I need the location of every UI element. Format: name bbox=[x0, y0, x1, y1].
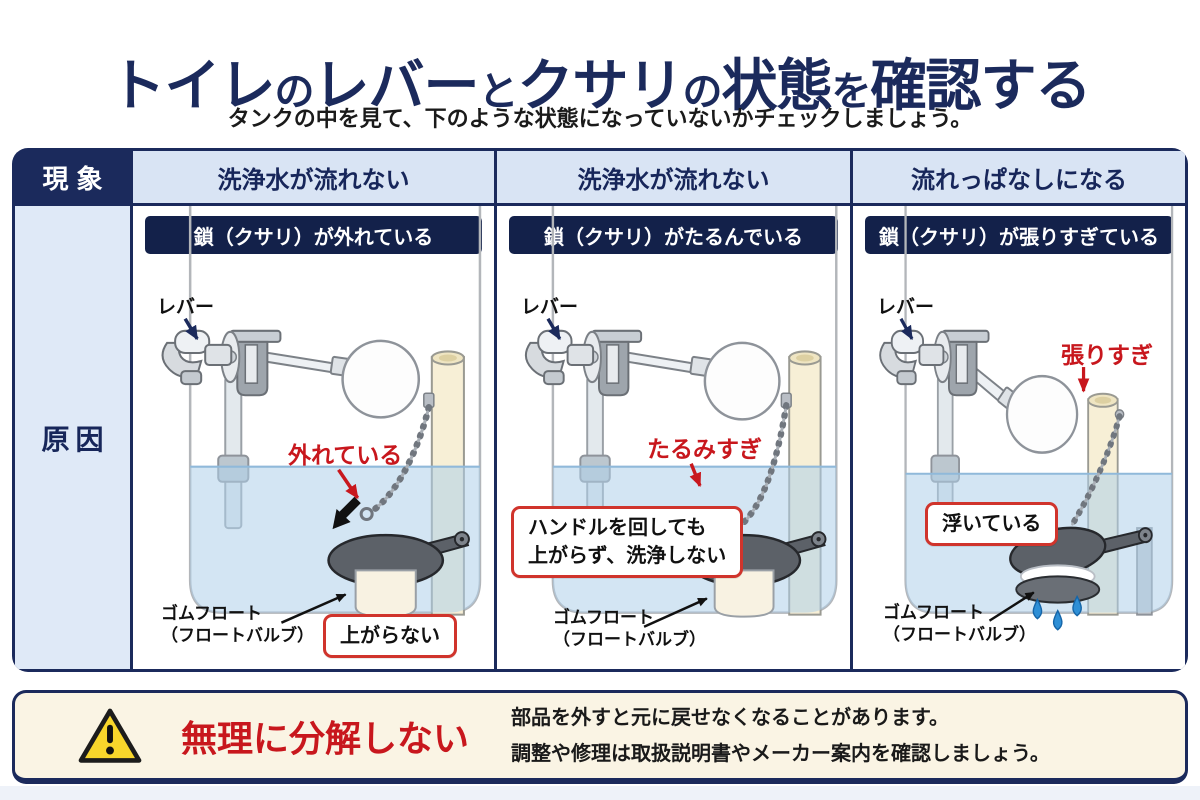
column-header-1: 洗浄水が流れない bbox=[133, 151, 494, 203]
warning-title: 無理に分解しない bbox=[181, 717, 470, 759]
warning-triangle-icon bbox=[78, 708, 142, 763]
rubber-float-label: ゴムフロート （フロートバルブ） bbox=[161, 604, 314, 646]
float-pointer-arrow bbox=[988, 591, 1035, 622]
ball-float bbox=[703, 341, 781, 421]
callout-box: 上がらない bbox=[323, 614, 457, 658]
page-title: トイレのレバーとクサリの状態を確認する bbox=[109, 53, 1092, 117]
lever-label: レバー bbox=[157, 297, 215, 318]
rubber-float-label: ゴムフロート （フロートバルブ） bbox=[883, 603, 1036, 645]
problem-arrow bbox=[337, 468, 360, 500]
problem-label: 外れている bbox=[288, 442, 403, 468]
water-drop-icon bbox=[1052, 609, 1063, 631]
cause-header-cell: 原因 bbox=[15, 206, 130, 669]
chain-end-link bbox=[359, 506, 374, 522]
valve-seat bbox=[713, 569, 775, 618]
column-header-2: 洗浄水が流れない bbox=[497, 151, 850, 203]
cause-banner: 鎖（クサリ）がたるんでいる bbox=[509, 216, 838, 254]
tank-diagram-chain-detached bbox=[161, 206, 482, 624]
panel-chain-detached: 鎖（クサリ）が外れている bbox=[133, 206, 494, 669]
fall-arrow bbox=[339, 496, 361, 519]
lever-arrow bbox=[899, 317, 914, 341]
water bbox=[190, 466, 480, 613]
callout-box: 浮いている bbox=[925, 502, 1059, 546]
cause-banner: 鎖（クサリ）が張りすぎている bbox=[865, 216, 1173, 254]
ball-float bbox=[1005, 374, 1079, 454]
valve-seat bbox=[354, 569, 417, 618]
callout-box: ハンドルを回しても 上がらず、洗浄しない bbox=[511, 506, 744, 578]
problem-label: 張りすぎ bbox=[1061, 342, 1153, 368]
page-subtitle: タンクの中を見て、下のような状態になっていないかチェックしましょう。 bbox=[227, 106, 973, 131]
panel-chain-tight: 鎖（クサリ）が張りすぎている bbox=[853, 206, 1185, 669]
rubber-float-label: ゴムフロート （フロートバルブ） bbox=[553, 608, 706, 650]
phenomenon-header-cell: 現象 bbox=[15, 151, 130, 203]
column-header-3: 流れっぱなしになる bbox=[853, 151, 1185, 203]
warning-description: 部品を外すと元に戻せなくなることがあります。 調整や修理は取扱説明書やメーカー案… bbox=[511, 706, 1050, 765]
chain bbox=[370, 404, 433, 514]
comparison-table: 現象 洗浄水が流れない 洗浄水が流れない 流れっぱなしになる 原因 鎖（クサリ）… bbox=[12, 148, 1188, 672]
ball-float bbox=[341, 339, 421, 419]
valve-seat bbox=[1015, 575, 1101, 604]
panel-chain-slack: 鎖（クサリ）がたるんでいる bbox=[497, 206, 850, 669]
lever-label: レバー bbox=[877, 297, 935, 318]
lever-arrow bbox=[183, 317, 199, 341]
water-drop-icon bbox=[1072, 594, 1082, 617]
float-pointer-arrow bbox=[280, 593, 347, 624]
problem-label: たるみすぎ bbox=[647, 436, 762, 462]
water-drop-icon bbox=[1032, 597, 1043, 620]
cause-banner: 鎖（クサリ）が外れている bbox=[145, 216, 482, 254]
lever-label: レバー bbox=[521, 297, 579, 318]
lever-arrow bbox=[546, 317, 562, 341]
float-pointer-arrow bbox=[643, 597, 708, 628]
tank-diagram-chain-tight bbox=[879, 206, 1174, 631]
warning-box: 無理に分解しない 部品を外すと元に戻せなくなることがあります。 調整や修理は取扱… bbox=[12, 690, 1188, 784]
problem-arrow bbox=[689, 463, 702, 488]
